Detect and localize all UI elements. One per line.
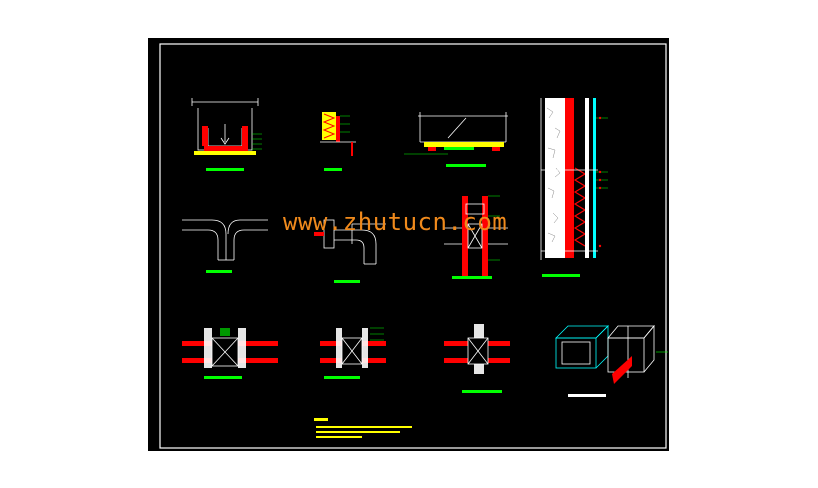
detail-floor-penetration: [191, 98, 259, 151]
caption-6: [334, 280, 360, 283]
sheet-frame: [159, 43, 667, 449]
notes-block: [314, 418, 412, 438]
drawing-sheet: www.zhutucn.com: [148, 38, 669, 451]
isometric-duct-2: [607, 324, 655, 378]
caption-8: [204, 376, 242, 379]
detail-insulated-riser: [320, 112, 356, 156]
detail-floor-duct: [418, 112, 508, 143]
red-flange: [612, 356, 632, 384]
caption-4: [542, 274, 580, 277]
caption-2: [324, 168, 342, 171]
caption-3: [446, 164, 486, 167]
detail-elbow: [323, 219, 386, 265]
caption-7: [452, 276, 492, 279]
detail-damper-2: [320, 328, 386, 368]
detail-damper-1: [182, 328, 278, 368]
caption-5: [206, 270, 232, 273]
cad-drawing: [159, 43, 668, 449]
detail-y-branch: [182, 219, 268, 261]
detail-damper-3: [444, 324, 510, 374]
caption-11: [568, 394, 606, 397]
caption-9: [324, 376, 360, 379]
caption-10: [462, 390, 502, 393]
watermark: www.zhutucn.com: [283, 208, 508, 236]
detail-isometric-duct: [555, 325, 609, 369]
detail-wall-cross: [444, 196, 508, 276]
caption-1: [206, 168, 244, 171]
floor-hatch-1: [194, 126, 256, 155]
floor-hatch-3: [424, 142, 504, 151]
detail-wall-section: [540, 98, 598, 260]
